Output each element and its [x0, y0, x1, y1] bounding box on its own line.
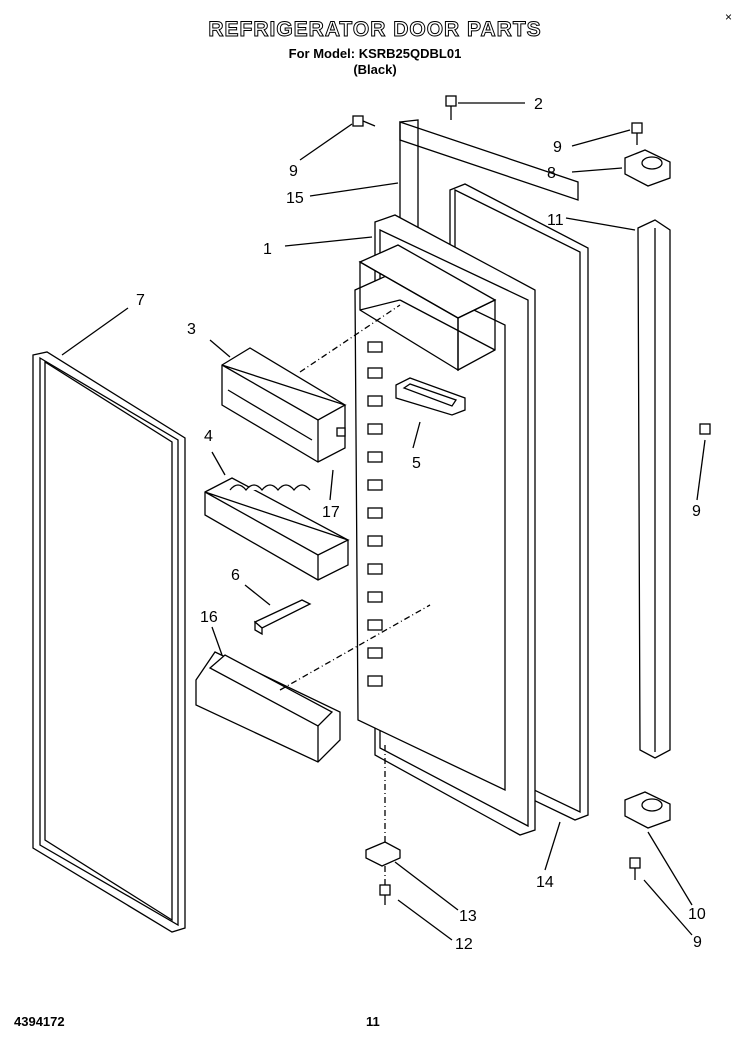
top-hinge-cover — [624, 149, 671, 187]
document-number: 4394172 — [14, 1014, 65, 1029]
dairy-compartment — [221, 347, 347, 463]
corner-mark: × — [725, 10, 733, 24]
callout-15: 15 — [286, 190, 304, 207]
retainer-clip — [253, 599, 312, 636]
alignment-lines — [279, 304, 431, 885]
screws — [336, 95, 711, 905]
callout-17: 17 — [322, 504, 340, 521]
callout-1: 1 — [263, 241, 272, 258]
diagram-title: REFRIGERATOR DOOR PARTS — [208, 18, 542, 42]
door-small-bin — [395, 377, 466, 416]
callout-8: 8 — [547, 165, 556, 182]
callout-9c: 9 — [692, 503, 701, 520]
callout-4: 4 — [204, 428, 213, 445]
color-line: (Black) — [353, 62, 397, 77]
callout-9a: 9 — [289, 163, 298, 180]
callout-9b: 9 — [553, 139, 562, 156]
page-number: 11 — [366, 1014, 380, 1029]
lower-door-bin — [195, 651, 341, 763]
callout-14: 14 — [536, 874, 554, 891]
callout-16: 16 — [200, 609, 218, 626]
leader-lines — [61, 102, 706, 941]
handle-trim-strip — [637, 219, 671, 759]
callout-9d: 9 — [693, 934, 702, 951]
can-rack-bin — [204, 477, 350, 581]
door-shelf-pegs — [367, 341, 383, 687]
door-gasket — [32, 351, 186, 933]
bottom-hinge-cover — [624, 791, 671, 829]
callout-5: 5 — [412, 455, 421, 472]
callout-11: 11 — [547, 212, 564, 229]
callout-2: 2 — [534, 96, 543, 113]
callout-6: 6 — [231, 567, 240, 584]
callout-7: 7 — [136, 292, 145, 309]
callout-13: 13 — [459, 908, 477, 925]
door-assembly — [354, 214, 536, 836]
callout-3: 3 — [187, 321, 196, 338]
model-line: For Model: KSRB25QDBL01 — [288, 46, 462, 61]
callout-12: 12 — [455, 936, 473, 953]
callout-10: 10 — [688, 906, 706, 923]
callout-numbers: 2 9 15 1 9 8 11 7 3 4 5 17 6 16 9 14 13 … — [136, 96, 706, 953]
